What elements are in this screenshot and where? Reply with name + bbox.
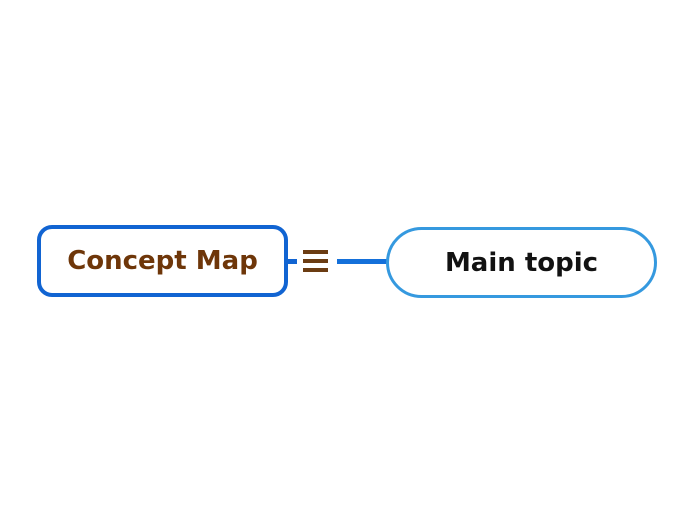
node-main-topic[interactable]: Main topic [386,227,657,298]
hamburger-bar [303,268,328,272]
connector-line [337,259,389,264]
hamburger-bar [303,259,328,263]
hamburger-icon[interactable] [303,250,328,272]
node-concept-map[interactable]: Concept Map [37,225,288,297]
node-concept-map-label: Concept Map [67,246,258,276]
node-main-topic-label: Main topic [444,247,599,278]
hamburger-bar [303,250,328,254]
connector-stub [286,259,297,264]
